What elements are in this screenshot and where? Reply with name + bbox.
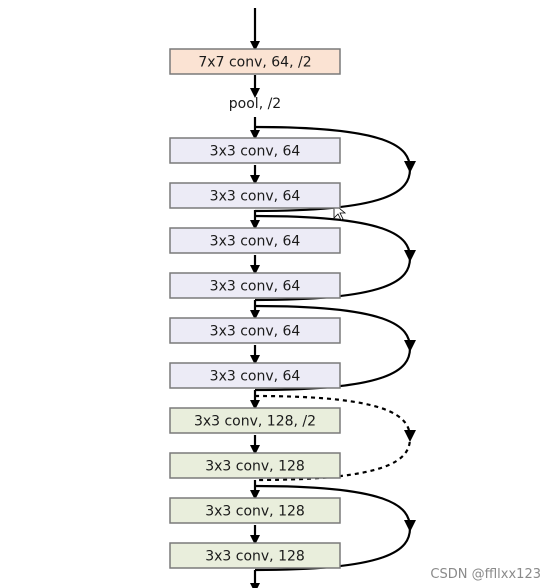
pool-label: pool, /2	[229, 96, 281, 112]
layer-label: 3x3 conv, 128, /2	[194, 414, 316, 430]
layer-rect	[169, 272, 341, 299]
layer-rect	[169, 48, 341, 75]
skip-connections-group	[254, 125, 416, 572]
layer-label: 3x3 conv, 64	[210, 369, 301, 385]
layer-rect	[169, 227, 341, 254]
layer-box: 7x7 conv, 64, /2	[169, 48, 341, 75]
layer-label: 3x3 conv, 64	[210, 279, 301, 295]
layer-label: 3x3 conv, 64	[210, 324, 301, 340]
layer-rect	[169, 407, 341, 434]
layer-box: 3x3 conv, 128	[169, 497, 341, 524]
layer-box: 3x3 conv, 64	[169, 182, 341, 209]
skip-arrowhead	[404, 340, 416, 352]
layer-box: 3x3 conv, 128, /2	[169, 407, 341, 434]
layer-rect	[169, 182, 341, 209]
layer-box: 3x3 conv, 64	[169, 362, 341, 389]
layer-box: 3x3 conv, 64	[169, 272, 341, 299]
layer-label: 7x7 conv, 64, /2	[198, 55, 311, 71]
layer-label: 3x3 conv, 128	[205, 459, 305, 475]
skip-arrowhead	[404, 430, 416, 442]
layer-box: 3x3 conv, 64	[169, 317, 341, 344]
layers-group: 7x7 conv, 64, /2 3x3 conv, 64 3x3 conv, 64…	[169, 48, 341, 569]
layer-rect	[169, 362, 341, 389]
layer-box: 3x3 conv, 64	[169, 137, 341, 164]
layer-label: 3x3 conv, 128	[205, 504, 305, 520]
layer-box: 3x3 conv, 64	[169, 227, 341, 254]
layer-rect	[169, 137, 341, 164]
layer-rect	[169, 452, 341, 479]
layer-rect	[169, 497, 341, 524]
skip-arrowhead	[404, 250, 416, 262]
layer-rect	[169, 317, 341, 344]
skip-arrowhead	[404, 161, 416, 173]
layer-label: 3x3 conv, 128	[205, 549, 305, 565]
watermark: CSDN @ffllxx123	[430, 567, 541, 582]
layer-label: 3x3 conv, 64	[210, 234, 301, 250]
layer-box: 3x3 conv, 128	[169, 542, 341, 569]
skip-arrowhead	[404, 520, 416, 532]
layer-rect	[169, 542, 341, 569]
layer-label: 3x3 conv, 64	[210, 144, 301, 160]
layer-label: 3x3 conv, 64	[210, 189, 301, 205]
layer-box: 3x3 conv, 128	[169, 452, 341, 479]
